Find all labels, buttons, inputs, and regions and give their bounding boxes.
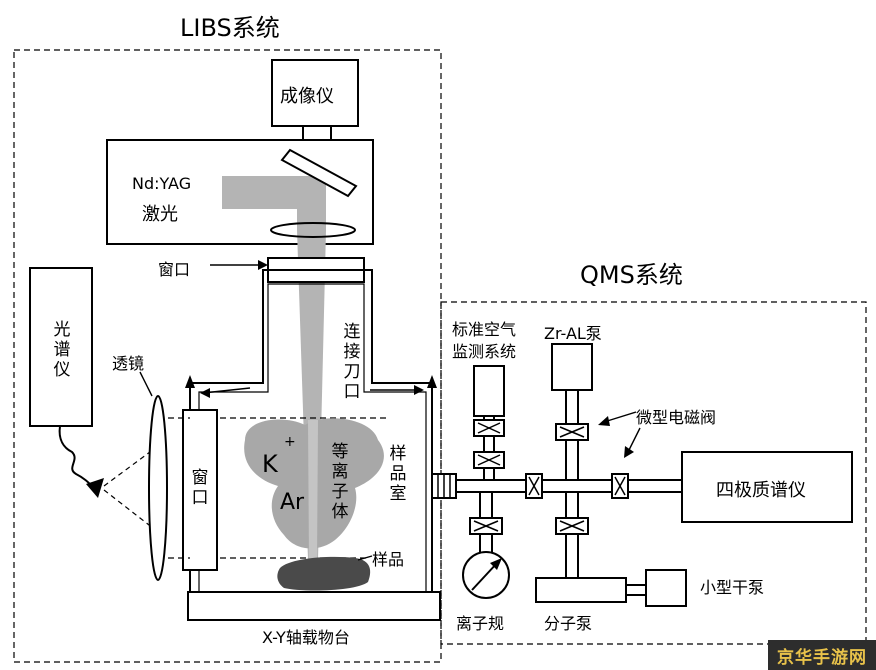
flange-arrowhead-left xyxy=(200,388,210,398)
plasma-label: 等离子体 xyxy=(331,442,349,522)
std-air-label-line2: 监测系统 xyxy=(452,342,517,361)
sample xyxy=(277,556,371,591)
libs-title: LIBS系统 xyxy=(180,14,280,42)
sample-pointer xyxy=(357,555,373,561)
top-window-arrowhead xyxy=(258,260,268,270)
zr-valve xyxy=(555,423,589,441)
dry-pump-box xyxy=(645,569,687,607)
zr-al-pump-box xyxy=(551,343,593,391)
main-valve-1 xyxy=(525,473,543,499)
corner-arrow-right xyxy=(427,375,437,388)
valve-pointer-2-head xyxy=(624,446,634,458)
watermark-logo: 京华手游网 xyxy=(768,640,876,670)
valve-label: 微型电磁阀 xyxy=(636,408,717,427)
main-valve-2 xyxy=(611,473,629,499)
dry-pump-label: 小型干泵 xyxy=(700,578,765,597)
stage xyxy=(187,591,441,621)
lens-label: 透镜 xyxy=(112,354,145,373)
side-window-label: 窗口 xyxy=(191,468,209,508)
laser-label-line1: Nd:YAG xyxy=(132,174,192,193)
spectrometer-box xyxy=(29,267,93,427)
camera-label: 成像仪 xyxy=(280,86,334,107)
std-air-valve-2 xyxy=(473,451,505,469)
collection-lens xyxy=(148,395,168,581)
zr-pump-label: Zr-AL泵 xyxy=(544,324,602,343)
chamber-wall xyxy=(189,269,433,592)
ion-gauge-needle xyxy=(471,561,499,591)
standard-air-monitor-box xyxy=(473,365,505,417)
ion-gauge-needle-head xyxy=(490,558,502,570)
beam-through-plasma xyxy=(308,420,318,560)
camera-box xyxy=(271,59,359,127)
plasma-plus-label: + xyxy=(284,434,296,450)
mol-valve xyxy=(555,517,589,535)
flange-label: 连接刀口 xyxy=(343,322,361,402)
laser-label-line2: 激光 xyxy=(142,204,178,225)
lens-pointer xyxy=(139,371,153,397)
qms-box xyxy=(681,451,853,523)
ion-gauge-valve xyxy=(469,517,503,535)
qms-title: QMS系统 xyxy=(580,261,683,289)
optical-fiber xyxy=(58,425,95,489)
std-air-valve-1 xyxy=(473,419,505,437)
valve-pointer-1-head xyxy=(598,416,610,426)
chamber-label: 样品室 xyxy=(389,444,407,504)
std-air-label-line1: 标准空气 xyxy=(452,320,517,339)
fiber-tip xyxy=(86,478,104,498)
corner-arrow-left xyxy=(185,375,195,388)
top-window-label: 窗口 xyxy=(158,260,191,279)
molecular-pump-box xyxy=(535,577,627,603)
ion-gauge-label: 离子规 xyxy=(456,614,505,633)
stage-label: X-Y轴载物台 xyxy=(262,628,350,647)
plasma-k-label: K xyxy=(262,450,278,478)
flange-arrow-left xyxy=(202,387,251,394)
side-window xyxy=(182,409,218,571)
qms-label: 四极质谱仪 xyxy=(716,480,806,501)
molecular-pump-label: 分子泵 xyxy=(544,614,593,633)
valve-pointer-1 xyxy=(603,411,637,423)
mirror xyxy=(280,148,358,198)
flange-arrowhead-right xyxy=(414,385,424,395)
plasma-ar-label: Ar xyxy=(280,490,305,515)
valve-pointer-2 xyxy=(627,427,641,453)
spectrometer-label: 光谱仪 xyxy=(53,320,71,380)
focus-lens xyxy=(270,222,356,238)
sample-label: 样品 xyxy=(372,550,405,569)
